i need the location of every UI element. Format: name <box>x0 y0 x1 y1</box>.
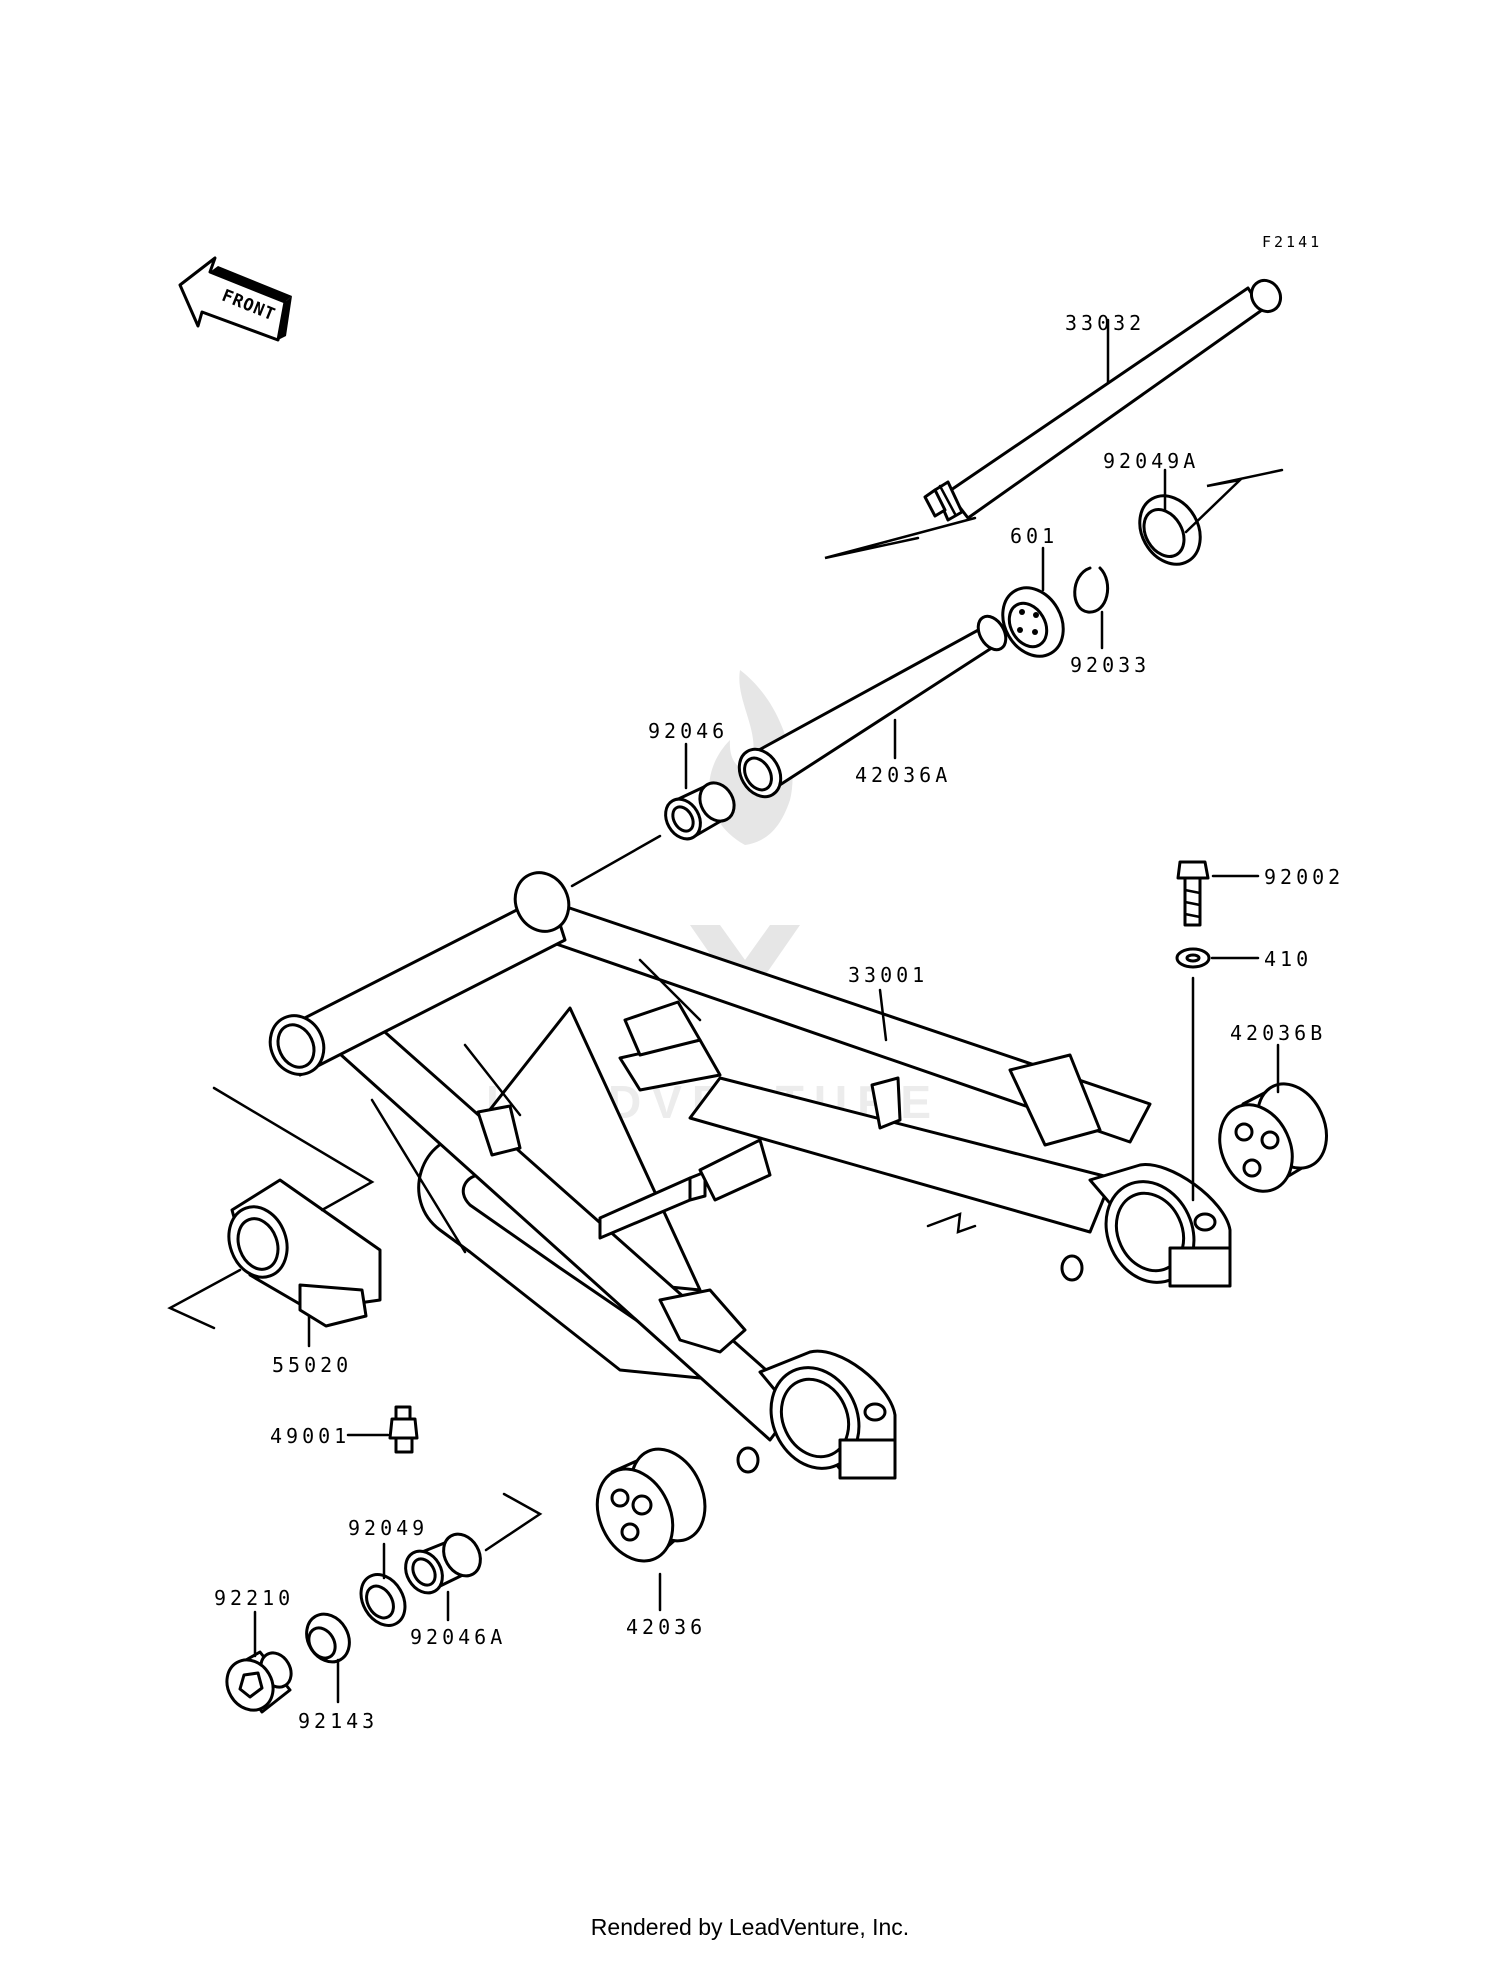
part-label-92033: 92033 <box>1070 653 1150 677</box>
needle-bearing-92046a <box>404 1532 482 1595</box>
swingarm-33001 <box>268 871 1232 1480</box>
bushing-42036b <box>1218 1082 1328 1193</box>
part-label-92049: 92049 <box>348 1516 428 1540</box>
part-label-42036a: 42036A <box>855 763 951 787</box>
part-label-92046a: 92046A <box>410 1625 506 1649</box>
part-label-92049a: 92049A <box>1103 449 1199 473</box>
part-label-601: 601 <box>1010 524 1058 548</box>
pivot-shaft-drawing <box>923 278 1283 522</box>
collar-92143 <box>305 1612 351 1664</box>
part-label-49001: 49001 <box>270 1424 350 1448</box>
circlip-92033 <box>1073 566 1110 614</box>
footer-credit: Rendered by LeadVenture, Inc. <box>590 1914 910 1940</box>
chain-guide-55020 <box>227 1178 382 1328</box>
part-label-55020: 55020 <box>272 1353 352 1377</box>
part-label-33032: 33032 <box>1065 311 1145 335</box>
front-arrow-icon: FRONT <box>178 256 292 342</box>
oil-seal-92049a <box>1138 494 1202 566</box>
part-label-92143: 92143 <box>298 1709 378 1733</box>
sleeve-42036a <box>737 614 1008 799</box>
washer-410 <box>1175 947 1211 969</box>
bushing-42036 <box>595 1447 707 1563</box>
bolt-92002 <box>1176 860 1210 927</box>
oil-seal-92049 <box>359 1573 407 1627</box>
part-label-42036: 42036 <box>626 1615 706 1639</box>
part-label-92002: 92002 <box>1264 865 1344 889</box>
part-label-33001: 33001 <box>848 963 928 987</box>
part-label-42036b: 42036B <box>1230 1021 1326 1045</box>
needle-bearing-92046 <box>664 781 736 841</box>
cap-92210 <box>225 1650 293 1714</box>
ball-bearing-601 <box>1001 586 1065 658</box>
part-label-92046: 92046 <box>648 719 728 743</box>
grease-fitting-49001 <box>388 1405 419 1454</box>
part-label-410: 410 <box>1264 947 1312 971</box>
diagram-code: F2141 <box>1262 233 1322 251</box>
part-label-92210: 92210 <box>214 1586 294 1610</box>
